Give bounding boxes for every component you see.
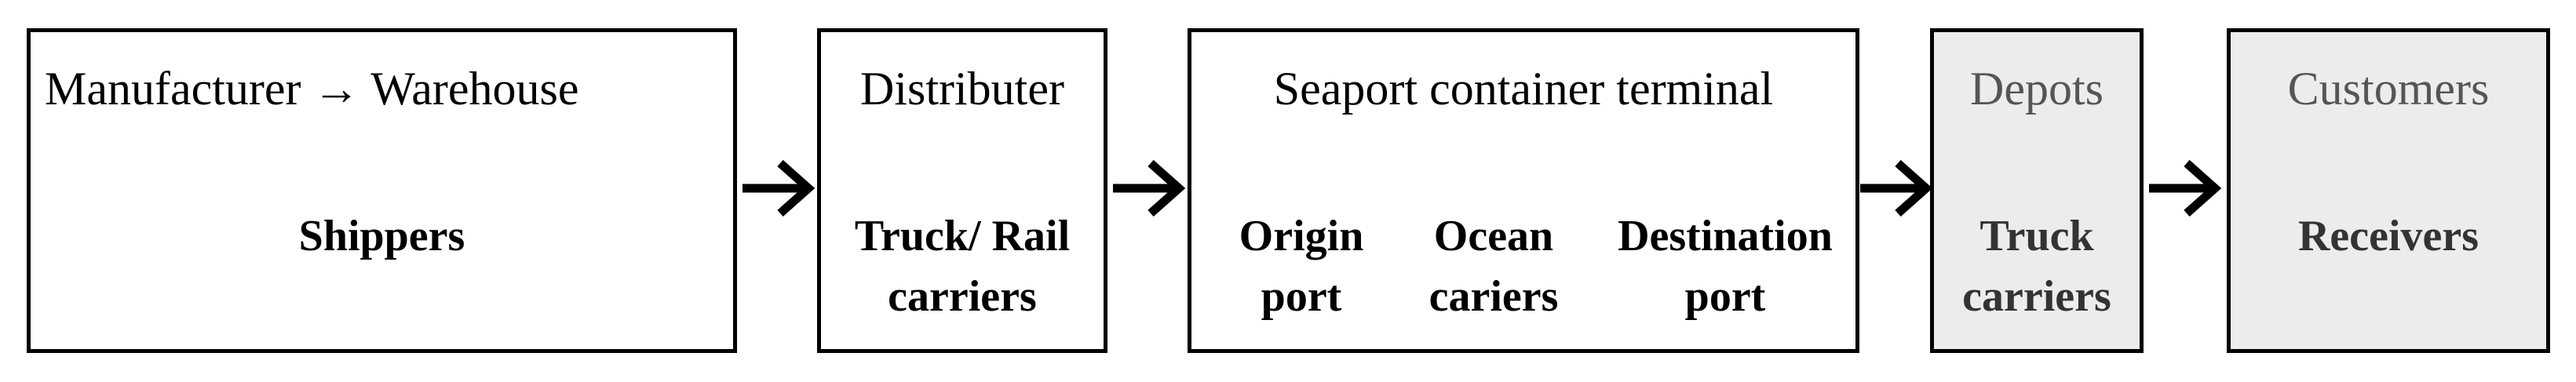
flow-arrow-3 bbox=[1860, 159, 1933, 217]
flow-arrow-1 bbox=[743, 159, 815, 217]
role-ocean-cariers: Ocean cariers bbox=[1428, 212, 1559, 322]
stage-title: Customers bbox=[2287, 63, 2490, 115]
role-receivers: Receivers bbox=[2297, 212, 2479, 260]
stage-manufacturer-warehouse: Manufacturer → Warehouse Shippers bbox=[27, 28, 737, 353]
stage-distributer: Distributer Truck/ Rail carriers bbox=[817, 28, 1107, 353]
role-truck-carriers: Truck carriers bbox=[1962, 212, 2111, 322]
flow-arrow-2 bbox=[1113, 159, 1186, 217]
stage-title: Seaport container terminal bbox=[1273, 63, 1774, 115]
stage-seaport-container-terminal: Seaport container terminal Origin port O… bbox=[1188, 28, 1859, 353]
stage-title: Manufacturer → Warehouse bbox=[45, 63, 579, 115]
role-destination-port: Destination port bbox=[1618, 212, 1833, 322]
stage-title: Distributer bbox=[860, 63, 1064, 115]
role-truck-rail-carriers: Truck/ Rail carriers bbox=[854, 212, 1071, 322]
role-shippers: Shippers bbox=[298, 212, 465, 260]
stage-depots: Depots Truck carriers bbox=[1930, 28, 2144, 353]
stage-customers: Customers Receivers bbox=[2227, 28, 2550, 353]
stage-title: Depots bbox=[1970, 63, 2103, 115]
role-origin-port: Origin port bbox=[1239, 212, 1364, 322]
flow-arrow-4 bbox=[2149, 159, 2222, 217]
